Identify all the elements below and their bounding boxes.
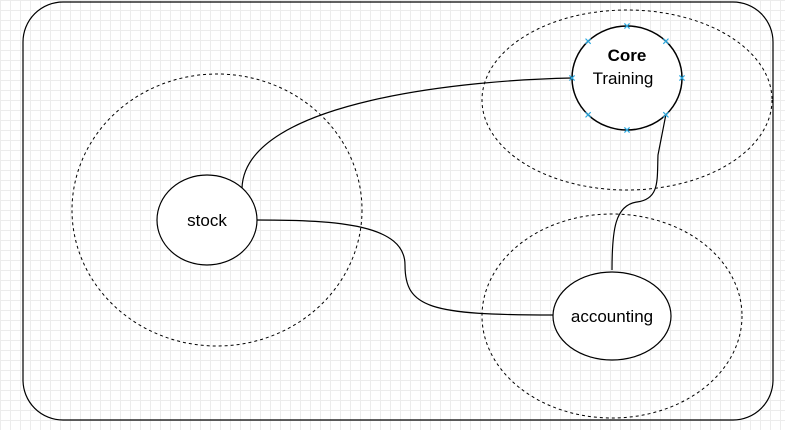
core-group-boundary[interactable]	[481, 9, 773, 191]
stock-group-boundary[interactable]	[71, 73, 363, 347]
edge-stock-core[interactable]	[241, 77, 573, 189]
connection-handle-icon[interactable]	[568, 74, 576, 82]
accounting-node-shape[interactable]	[552, 271, 672, 361]
accounting-node-label: accounting	[571, 307, 653, 326]
selection-handles[interactable]	[568, 22, 686, 134]
edge-accounting-core[interactable]	[611, 113, 667, 271]
accounting-node[interactable]: accounting	[552, 271, 672, 361]
accounting-group-boundary[interactable]	[481, 213, 743, 419]
connection-handle-icon[interactable]	[623, 126, 631, 134]
connection-handle-icon[interactable]	[662, 38, 669, 45]
connection-handle-icon[interactable]	[678, 74, 686, 82]
stock-node[interactable]: stock	[156, 174, 258, 266]
edge-stock-accounting[interactable]	[256, 219, 554, 316]
connection-handle-icon[interactable]	[662, 111, 669, 118]
connection-handle-icon[interactable]	[585, 111, 592, 118]
core-node-title: Core	[608, 46, 647, 65]
core-node-subtitle: Training	[593, 69, 654, 88]
connection-handle-icon[interactable]	[623, 22, 631, 30]
connection-handle-icon[interactable]	[585, 38, 592, 45]
outer-container[interactable]	[22, 1, 774, 421]
stock-node-label: stock	[187, 211, 227, 230]
stock-node-shape[interactable]	[156, 174, 258, 266]
